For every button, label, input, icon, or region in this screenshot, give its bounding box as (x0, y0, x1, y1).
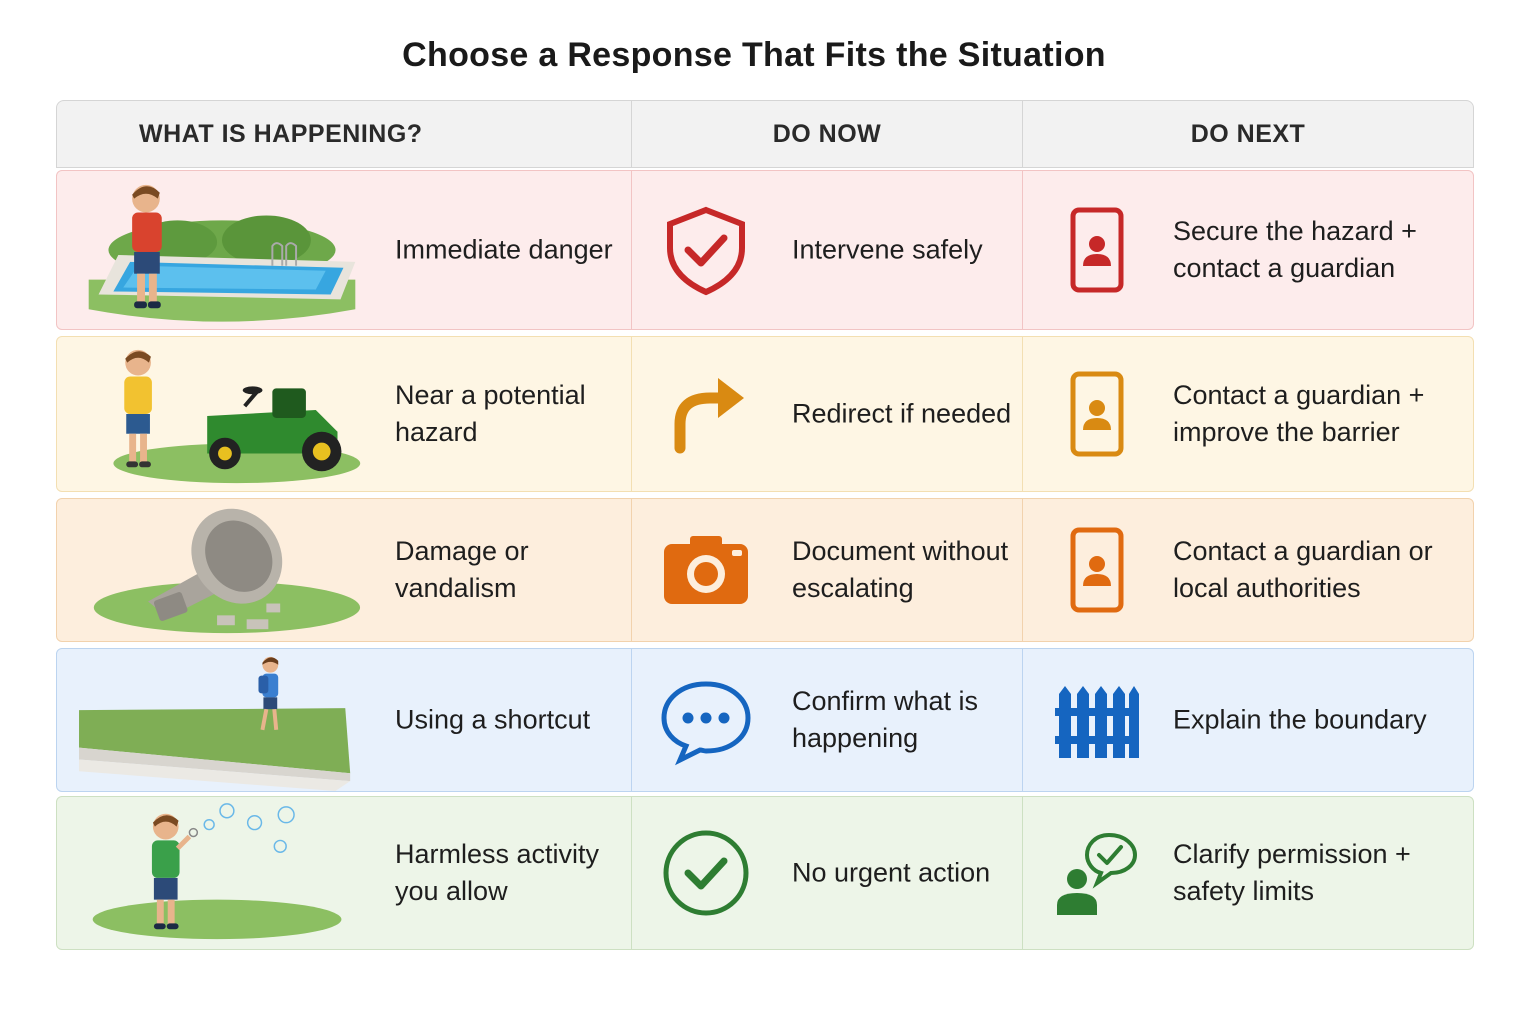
table-row: Immediate danger Intervene safely Secure… (56, 170, 1474, 330)
toppled-birdbath-illustration (93, 508, 361, 634)
header-situation: WHAT IS HAPPENING? (57, 101, 632, 167)
response-table: WHAT IS HAPPENING? DO NOW DO NEXT (56, 100, 1474, 950)
situation-label: Damage or vandalism (395, 536, 529, 603)
do-next-label: Explain the boundary (1173, 704, 1427, 735)
table-row: Near a potential hazard Redirect if need… (56, 336, 1474, 492)
camera-icon (664, 536, 748, 604)
situation-label: Near a potential hazard (395, 380, 586, 447)
do-now-label: No urgent action (792, 857, 991, 888)
do-next-label: Contact a guardian + improve the barrier (1173, 380, 1425, 447)
redirect-arrow-icon (674, 378, 744, 454)
phone-contact-icon (1070, 371, 1124, 457)
do-now-cell: Intervene safely (632, 171, 1023, 329)
phone-contact-icon (1070, 207, 1124, 293)
situation-label: Using a shortcut (395, 704, 591, 735)
child-blowing-bubbles-illustration (92, 803, 342, 940)
header-do-next: DO NEXT (1190, 119, 1306, 148)
table-row: Harmless activity you allow No urgent ac… (56, 796, 1474, 950)
check-circle-icon (663, 830, 749, 916)
page-title: Choose a Response That Fits the Situatio… (402, 36, 1106, 74)
situation-cell: Harmless activity you allow (57, 797, 632, 949)
do-now-cell: Confirm what is happening (632, 649, 1023, 791)
person-approved-icon (1057, 832, 1138, 915)
speech-bubble-icon (661, 681, 751, 766)
do-next-label: Contact a guardian or local authorities (1173, 536, 1433, 603)
child-near-lawn-mower-illustration (113, 349, 361, 484)
header-do-now: DO NOW (632, 101, 1023, 167)
situation-cell: Immediate danger (57, 171, 632, 329)
do-now-cell: No urgent action (632, 797, 1023, 949)
child-by-pool-illustration (88, 184, 356, 322)
do-now-cell: Redirect if needed (632, 337, 1023, 491)
phone-contact-icon (1070, 527, 1124, 613)
situation-cell: Damage or vandalism (57, 499, 632, 641)
do-now-label: Redirect if needed (792, 398, 1012, 429)
do-next-cell: Contact a guardian + improve the barrier (1023, 337, 1473, 491)
do-now-label: Document without escalating (792, 536, 1009, 603)
do-next-cell: Explain the boundary (1023, 649, 1473, 791)
do-now-cell: Document without escalating (632, 499, 1023, 641)
situation-cell: Near a potential hazard (57, 337, 632, 491)
child-walking-across-lawn-illustration (79, 656, 351, 791)
do-next-label: Secure the hazard + contact a guardian (1173, 216, 1417, 283)
situation-cell: Using a shortcut (57, 649, 632, 791)
shield-check-icon (667, 206, 745, 296)
do-now-label: Intervene safely (792, 234, 983, 265)
situation-label: Immediate danger (395, 234, 613, 265)
do-now-label: Confirm what is happening (792, 686, 979, 753)
fence-icon (1055, 686, 1139, 758)
situation-label: Harmless activity you allow (395, 839, 600, 906)
do-next-cell: Secure the hazard + contact a guardian (1023, 171, 1473, 329)
table-row: Using a shortcut Confirm what is happeni… (56, 648, 1474, 792)
do-next-label: Clarify permission + safety limits (1173, 839, 1411, 906)
table-row: Damage or vandalism Document without esc… (56, 498, 1474, 642)
do-next-cell: Clarify permission + safety limits (1023, 797, 1473, 949)
do-next-cell: Contact a guardian or local authorities (1023, 499, 1473, 641)
table-header: WHAT IS HAPPENING? DO NOW DO NEXT (56, 100, 1474, 168)
